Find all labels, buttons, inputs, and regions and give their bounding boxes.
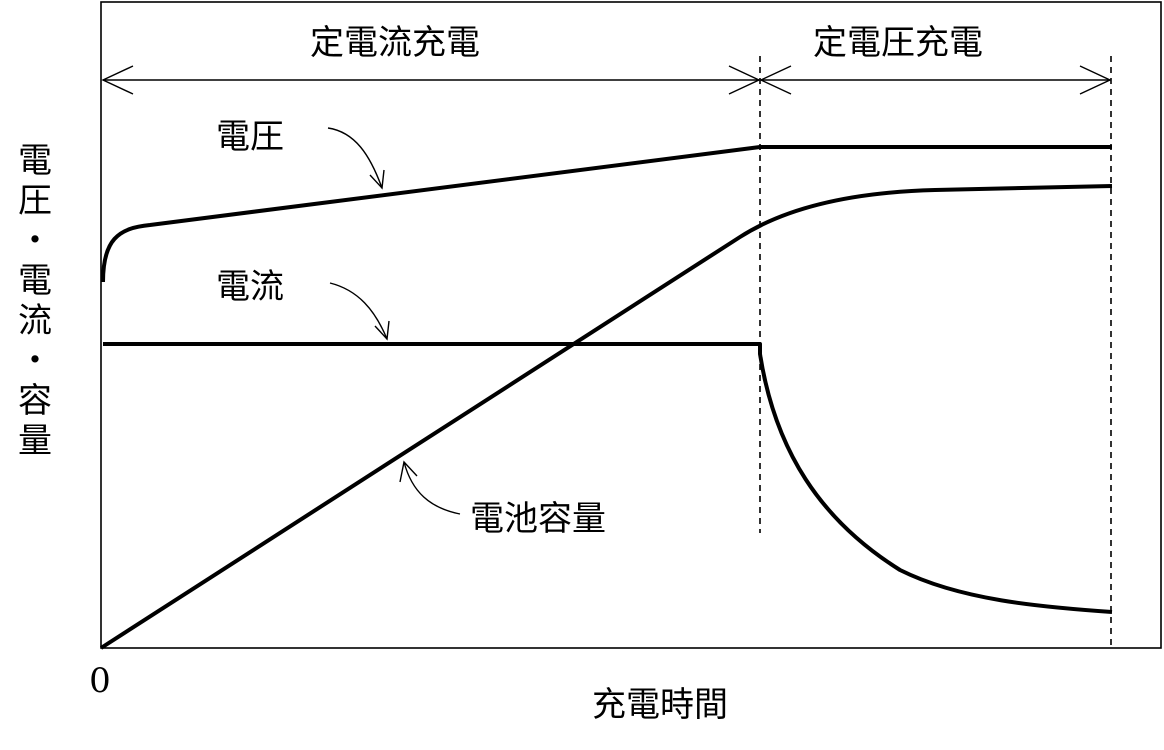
svg-text:・: ・ (18, 341, 52, 381)
svg-text:量: 量 (18, 421, 52, 461)
svg-text:流: 流 (18, 301, 52, 341)
y-axis-label: 電 圧 ・ 電 流 ・ 容 量 (18, 141, 52, 461)
svg-text:・: ・ (18, 221, 52, 261)
constant-current-span-arrow (101, 65, 761, 95)
capacity-label: 電池容量 (470, 499, 606, 539)
current-leader-arrow (329, 282, 390, 341)
origin-label: 0 (89, 661, 111, 701)
svg-text:圧: 圧 (18, 181, 52, 221)
plot-frame (100, 1, 1162, 649)
x-axis-label: 充電時間 (592, 685, 728, 725)
capacity-leader-arrow (399, 460, 461, 515)
svg-text:電: 電 (18, 261, 52, 301)
current-label: 電流 (216, 267, 284, 307)
voltage-leader-arrow (327, 127, 385, 190)
voltage-curve (101, 145, 1112, 283)
capacity-curve (99, 184, 1113, 650)
phase-label-constant-current: 定電流充電 (310, 23, 480, 63)
constant-voltage-span-arrow (759, 65, 1112, 95)
svg-text:電: 電 (18, 141, 52, 181)
voltage-label: 電圧 (216, 117, 284, 157)
current-curve (103, 342, 1113, 614)
svg-text:容: 容 (18, 381, 52, 421)
phase-label-constant-voltage: 定電圧充電 (813, 23, 983, 63)
